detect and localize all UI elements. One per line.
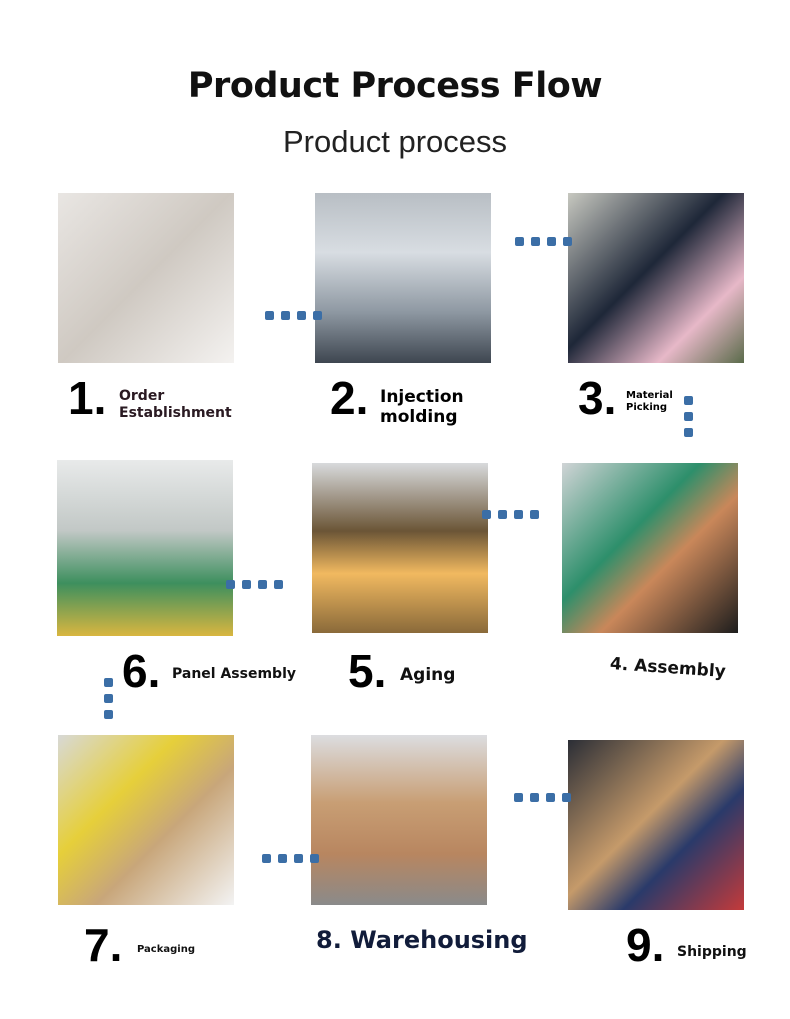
connector-1-2 (265, 311, 322, 320)
connector-dot (530, 793, 539, 802)
connector-dot (265, 311, 274, 320)
connector-dot (563, 237, 572, 246)
photo-injection-molding (315, 193, 491, 363)
connector-dot (313, 311, 322, 320)
photo-warehousing (311, 735, 487, 905)
connector-dot (562, 793, 571, 802)
step-number-9: 9. (626, 919, 665, 971)
connector-8-9 (514, 793, 571, 802)
connector-2-3 (515, 237, 572, 246)
step-number-2: 2. (330, 372, 369, 424)
step-label-3-line2: Picking (626, 402, 668, 413)
connector-dot (684, 396, 693, 405)
photo-panel-assembly (57, 460, 233, 636)
connector-dot (310, 854, 319, 863)
connector-dot (297, 311, 306, 320)
connector-dot (226, 580, 235, 589)
connector-dot (531, 237, 540, 246)
step-4: 4. Assembly (609, 654, 726, 682)
connector-dot (104, 678, 113, 687)
connector-dot (274, 580, 283, 589)
connector-dot (530, 510, 539, 519)
connector-4-5 (482, 510, 539, 519)
photo-order-establishment (58, 193, 234, 363)
step-label-2-line1: Injection (380, 387, 464, 407)
connector-dot (242, 580, 251, 589)
connector-dot (547, 237, 556, 246)
step-number-4: 4. (609, 654, 629, 676)
step-label-3-line1: Material (626, 390, 673, 401)
connector-dot (278, 854, 287, 863)
step-number-7: 7. (84, 919, 123, 971)
connector-dot (258, 580, 267, 589)
connector-6-7 (104, 678, 113, 719)
photo-packaging (58, 735, 234, 905)
photo-aging (312, 463, 488, 633)
step-label-2-line2: molding (380, 407, 458, 428)
connector-dot (684, 428, 693, 437)
step-label-7: Packaging (137, 944, 195, 955)
step-label-1-line1: Order (119, 388, 165, 404)
photo-material-picking (568, 193, 744, 363)
connector-dot (498, 510, 507, 519)
step-number-3: 3. (578, 372, 617, 424)
step-label-8: Warehousing (350, 926, 528, 954)
page-title: Product Process Flow (187, 66, 603, 106)
connector-dot (104, 694, 113, 703)
step-label-6: Panel Assembly (172, 666, 296, 682)
connector-7-8 (262, 854, 319, 863)
step-label-1-line2: Establishment (119, 404, 232, 421)
connector-dot (515, 237, 524, 246)
connector-dot (684, 412, 693, 421)
connector-dot (104, 710, 113, 719)
photo-shipping (568, 740, 744, 910)
connector-dot (546, 793, 555, 802)
photo-assembly (562, 463, 738, 633)
step-label-5: Aging (400, 665, 456, 685)
connector-dot (482, 510, 491, 519)
step-label-9: Shipping (677, 944, 747, 960)
step-8: 8. Warehousing (316, 926, 528, 955)
step-number-6: 6. (122, 645, 161, 697)
page-subtitle: Product process (283, 124, 507, 159)
connector-3-4 (684, 396, 693, 437)
step-number-1: 1. (68, 372, 107, 424)
step-number-8: 8. (316, 926, 342, 954)
connector-dot (262, 854, 271, 863)
connector-5-6 (226, 580, 283, 589)
connector-dot (294, 854, 303, 863)
connector-dot (514, 793, 523, 802)
step-number-5: 5. (348, 645, 387, 697)
step-label-4: Assembly (633, 655, 727, 683)
connector-dot (514, 510, 523, 519)
connector-dot (281, 311, 290, 320)
